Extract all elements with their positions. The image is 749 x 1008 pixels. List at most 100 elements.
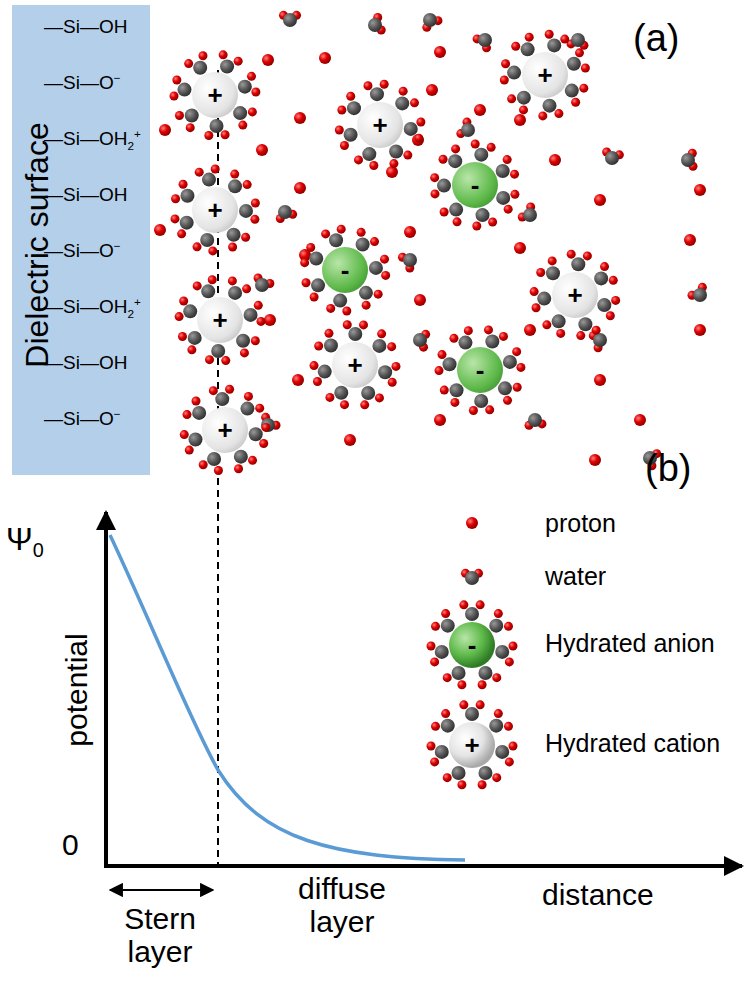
shell-water-oxygen [435, 645, 449, 659]
proton-sphere [694, 184, 706, 196]
proton-sphere [187, 345, 196, 354]
proton-sphere [359, 320, 368, 329]
proton-sphere [302, 278, 311, 287]
shell-water-oxygen [404, 122, 418, 136]
proton-sphere [431, 722, 440, 731]
proton-sphere [684, 234, 696, 246]
proton-sphere [507, 94, 516, 103]
proton-sphere [500, 75, 509, 84]
shell-water-oxygen [180, 216, 194, 230]
proton-sphere [319, 52, 331, 64]
water-oxygen [528, 413, 542, 427]
shell-water-oxygen [369, 261, 383, 275]
proton-sphere [505, 757, 514, 766]
proton-sphere [606, 311, 615, 320]
proton-sphere [324, 329, 333, 338]
shell-water-oxygen [495, 745, 509, 759]
proton-sphere [159, 124, 171, 136]
shell-water-oxygen [571, 257, 585, 271]
shell-water-oxygen [210, 119, 224, 133]
potential-curve [110, 535, 465, 860]
shell-water-oxygen [372, 339, 386, 353]
proton-sphere [192, 397, 201, 406]
proton-sphere [370, 237, 379, 246]
proton-sphere [343, 320, 352, 329]
proton-sphere [476, 700, 485, 709]
hydrated-cation: + [197, 297, 243, 343]
proton-sphere [386, 166, 398, 178]
proton-sphere [487, 143, 496, 152]
proton-sphere [499, 332, 508, 341]
shell-water-oxygen [211, 344, 225, 358]
proton-sphere [519, 105, 528, 114]
proton-sphere [431, 622, 440, 631]
proton-sphere [228, 276, 237, 285]
y-axis [104, 512, 108, 866]
proton-sphere [560, 35, 569, 44]
proton-sphere [581, 64, 590, 73]
ion-charge: + [207, 197, 222, 223]
proton-sphere [441, 709, 450, 718]
proton-sphere [292, 374, 304, 386]
proton-sphere [440, 207, 449, 216]
shell-water-oxygen [441, 719, 455, 733]
proton-sphere [443, 673, 452, 682]
shell-water-oxygen [370, 87, 384, 101]
proton-sphere [325, 393, 334, 402]
shell-water-oxygen [594, 271, 608, 285]
proton-sphere [600, 262, 609, 271]
water-oxygen [261, 418, 275, 432]
proton-sphere [360, 400, 369, 409]
proton-sphere [440, 386, 449, 395]
shell-water-oxygen [537, 292, 551, 306]
proton-sphere [170, 214, 179, 223]
proton-sphere [294, 112, 306, 124]
shell-water-oxygen [489, 619, 503, 633]
proton-sphere [579, 84, 588, 93]
proton-sphere [449, 334, 458, 343]
shell-water-oxygen [188, 331, 202, 345]
shell-water-oxygen [474, 394, 488, 408]
proton-sphere [508, 642, 517, 651]
shell-water-oxygen [183, 304, 197, 318]
legend-anion-sphere [449, 622, 495, 668]
shell-water-oxygen [597, 298, 611, 312]
proton-sphere [241, 233, 250, 242]
legend-cation-sphere [449, 722, 495, 768]
ion-charge: + [372, 112, 387, 138]
shell-water-oxygen [567, 57, 581, 71]
proton-sphere [380, 80, 389, 89]
proton-sphere [219, 50, 228, 59]
shell-water-oxygen [496, 164, 510, 178]
proton-sphere [294, 182, 306, 194]
surface-group: —Si—OH [44, 185, 127, 206]
proton-sphere [240, 348, 249, 357]
proton-sphere [414, 294, 426, 306]
shell-water-oxygen [495, 645, 509, 659]
proton-sphere [459, 700, 468, 709]
shell-water-oxygen [441, 619, 455, 633]
shell-water-oxygen [193, 61, 207, 75]
ion-charge: + [212, 307, 227, 333]
proton-sphere [375, 393, 384, 402]
proton-sphere [427, 742, 436, 751]
ion-charge: - [468, 632, 477, 658]
proton-sphere [451, 144, 460, 153]
proton-sphere [504, 722, 513, 731]
proton-sphere [484, 325, 493, 334]
proton-sphere [204, 131, 213, 140]
proton-sphere [251, 199, 260, 208]
shell-water-oxygen [449, 203, 463, 217]
shell-water-oxygen [333, 294, 347, 308]
proton-sphere [248, 107, 257, 116]
shell-water-oxygen [503, 355, 517, 369]
proton-sphere [306, 243, 315, 252]
proton-sphere [459, 600, 468, 609]
proton-sphere [340, 141, 349, 150]
proton-sphere [255, 404, 264, 413]
proton-sphere [430, 757, 439, 766]
proton-sphere [476, 600, 485, 609]
shell-water-oxygen [458, 336, 472, 350]
proton-sphere [185, 446, 194, 455]
water-oxygen [255, 278, 269, 292]
